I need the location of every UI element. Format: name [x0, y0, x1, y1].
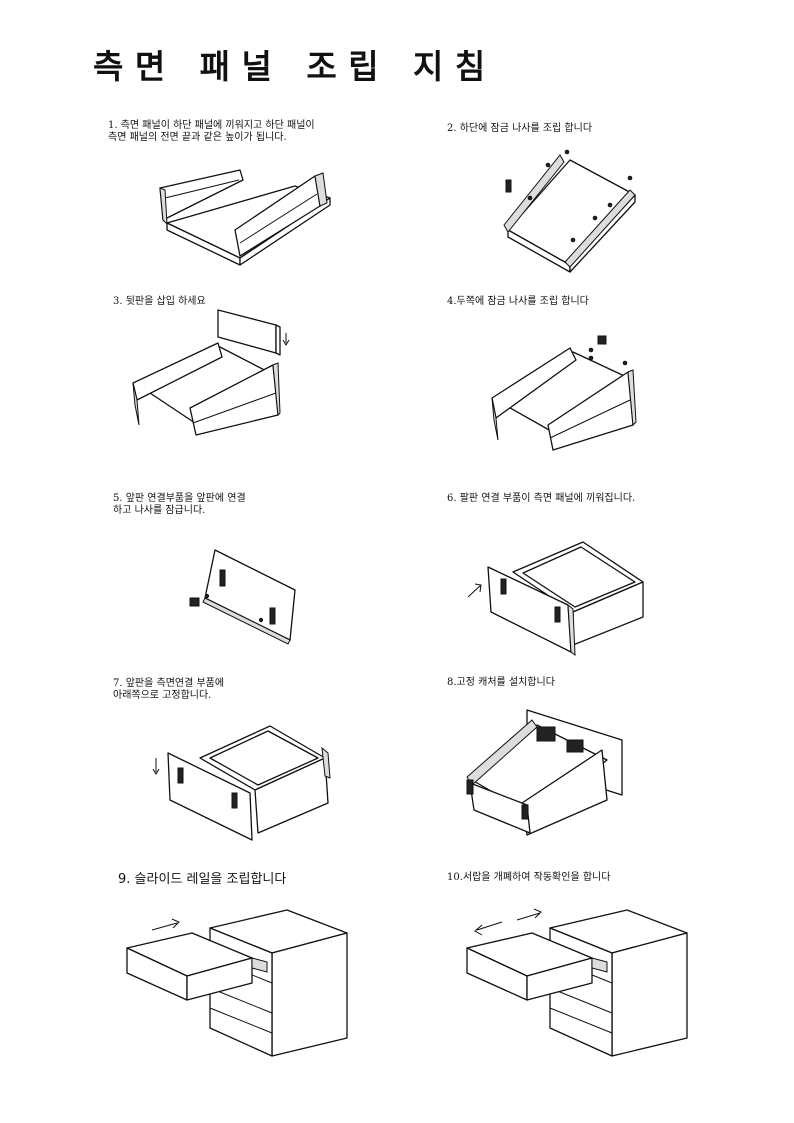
step-1-illustration: [155, 168, 335, 268]
step-7-caption: 7. 앞판을 측면연결 부품에 아래쪽으로 고정합니다.: [113, 678, 225, 701]
step-3-illustration: [128, 305, 298, 445]
step-8-illustration: [462, 705, 632, 840]
step-2: 2. 하단에 잠금 나사를 조립 합니다: [447, 123, 592, 135]
step-6-illustration: [463, 537, 653, 657]
step-6-caption: 6. 팔판 연결 부품이 측면 패널에 끼워집니다.: [447, 493, 636, 504]
step-10-caption: 10.서랍을 개폐하여 작동확인을 합니다: [447, 872, 611, 883]
step-4-illustration: [488, 330, 648, 460]
step-3-caption: 3. 뒷판을 삽입 하세요: [113, 296, 206, 307]
step-7-illustration: [150, 718, 340, 843]
step-5-illustration: [185, 548, 305, 643]
step-9: 9. 슬라이드 레일을 조립합니다: [118, 872, 286, 887]
step-2-illustration: [500, 140, 650, 275]
step-9-illustration: [122, 908, 352, 1058]
step-2-caption: 2. 하단에 잠금 나사를 조립 합니다: [447, 123, 593, 134]
step-10-illustration: [462, 908, 692, 1058]
step-5-caption: 5. 앞판 연결부품을 앞판에 연결 하고 나사를 잠급니다.: [113, 493, 246, 516]
step-7: 7. 앞판을 측면연결 부품에 아래쪽으로 고정합니다.: [113, 678, 224, 702]
step-4: 4.두쪽에 잠금 나사를 조립 합니다: [447, 296, 589, 308]
step-9-caption: 9. 슬라이드 레일을 조립합니다: [118, 872, 287, 887]
step-1: 1. 측면 패널이 하단 패널에 끼워지고 하단 패널이 측면 패널의 전면 끝…: [108, 120, 315, 144]
step-5: 5. 앞판 연결부품을 앞판에 연결 하고 나사를 잠급니다.: [113, 493, 246, 517]
step-3: 3. 뒷판을 삽입 하세요: [113, 296, 206, 308]
step-1-caption: 1. 측면 패널이 하단 패널에 끼워지고 하단 패널이 측면 패널의 전면 끝…: [108, 120, 315, 143]
step-6: 6. 팔판 연결 부품이 측면 패널에 끼워집니다.: [447, 493, 635, 505]
step-10: 10.서랍을 개폐하여 작동확인을 합니다: [447, 872, 610, 884]
page-title: 측 면 패 널 조 립 지 침: [93, 47, 486, 86]
step-8: 8.고정 캐처를 설치합니다: [447, 677, 555, 689]
step-4-caption: 4.두쪽에 잠금 나사를 조립 합니다: [447, 296, 589, 307]
step-8-caption: 8.고정 캐처를 설치합니다: [447, 677, 555, 688]
